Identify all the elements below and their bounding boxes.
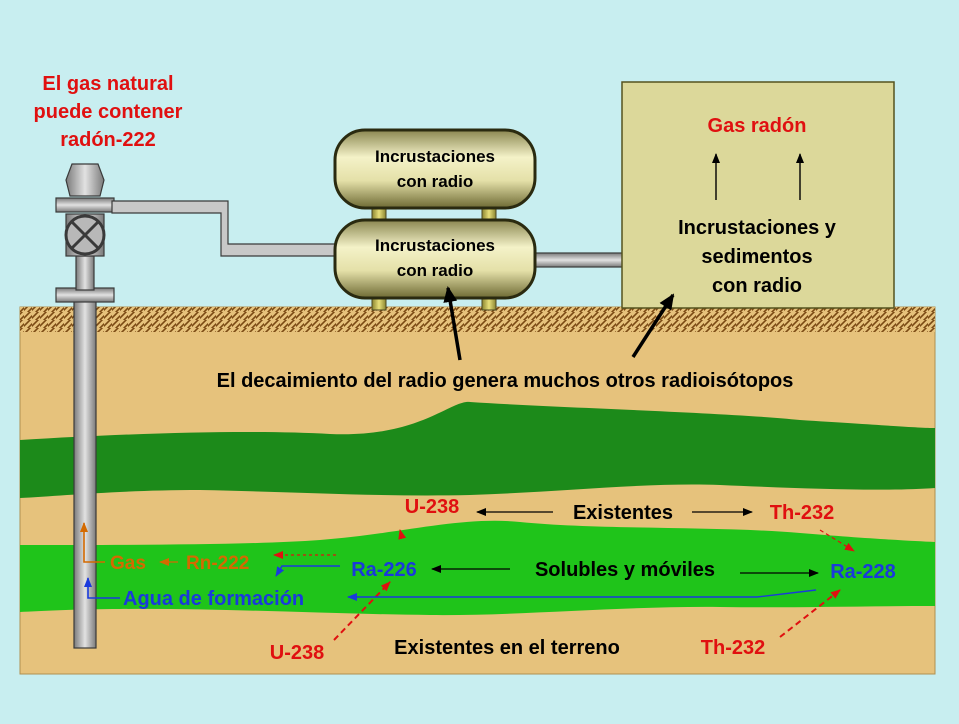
- existentes-terreno-label: Existentes en el terreno: [394, 637, 620, 659]
- tank-bottom-label-line2: con radio: [397, 261, 474, 280]
- arrow-ra226-to-agua: [275, 565, 340, 577]
- storage-label-line2: sedimentos: [701, 246, 812, 268]
- existentes-label: Existentes: [573, 502, 673, 524]
- well-pipe-stem: [75, 255, 95, 291]
- gas-radon-label: Gas radón: [708, 115, 807, 137]
- decay-arrow-th232-to-ra228-lower: [779, 589, 841, 638]
- th232-upper-label: Th-232: [770, 502, 834, 524]
- arrow-agua-into-well: [84, 577, 120, 599]
- well-flange-upper: [55, 197, 115, 213]
- decay-arrow-to-tank: [443, 286, 462, 361]
- ra228-label: Ra-228: [830, 561, 896, 583]
- separator-tank-bottom: Incrustaciones con radio: [333, 218, 537, 300]
- decay-arrow-to-storage: [631, 293, 675, 358]
- valve-wheel-icon: [64, 214, 106, 256]
- arrow-gas-into-well: [80, 522, 105, 563]
- ra226-label: Ra-226: [351, 559, 417, 581]
- light-green-layer: [20, 520, 935, 616]
- rn222-label: Rn-222: [186, 553, 249, 574]
- gas-label: Gas: [110, 553, 146, 574]
- u238-upper-label: U-238: [405, 496, 459, 518]
- decay-caption: El decaimiento del radio genera muchos o…: [217, 370, 794, 392]
- u238-lower-label: U-238: [270, 642, 324, 664]
- tank-bottom-label-line1: Incrustaciones: [375, 236, 495, 255]
- storage-tank: Gas radón Incrustaciones y sedimentos co…: [621, 81, 895, 309]
- dark-green-layer: [20, 401, 935, 498]
- arrow-ra228-to-agua: [756, 589, 817, 598]
- tank-link-pipe: [531, 252, 625, 268]
- connection-pipe: [111, 200, 343, 257]
- tank-top-label-line2: con radio: [397, 172, 474, 191]
- storage-label-line3: con radio: [712, 275, 802, 297]
- agua-formacion-label: Agua de formación: [123, 588, 304, 610]
- solubles-label: Solubles y móviles: [535, 559, 715, 581]
- title-note-line2: puede contener: [34, 101, 183, 123]
- storage-label-line1: Incrustaciones y: [678, 217, 837, 239]
- title-note-line3: radón-222: [60, 129, 156, 151]
- ground-surface-hatch: [20, 307, 935, 332]
- decay-arrow-u238-to-ra226: [333, 581, 391, 641]
- well-cap: [65, 163, 105, 197]
- decay-arrow-u238-up: [398, 529, 407, 540]
- separator-tank-top: Incrustaciones con radio: [333, 128, 537, 210]
- th232-lower-label: Th-232: [701, 637, 765, 659]
- well-pipe: [73, 299, 97, 649]
- tank-top-label-line1: Incrustaciones: [375, 147, 495, 166]
- title-note-line1: El gas natural: [42, 73, 173, 95]
